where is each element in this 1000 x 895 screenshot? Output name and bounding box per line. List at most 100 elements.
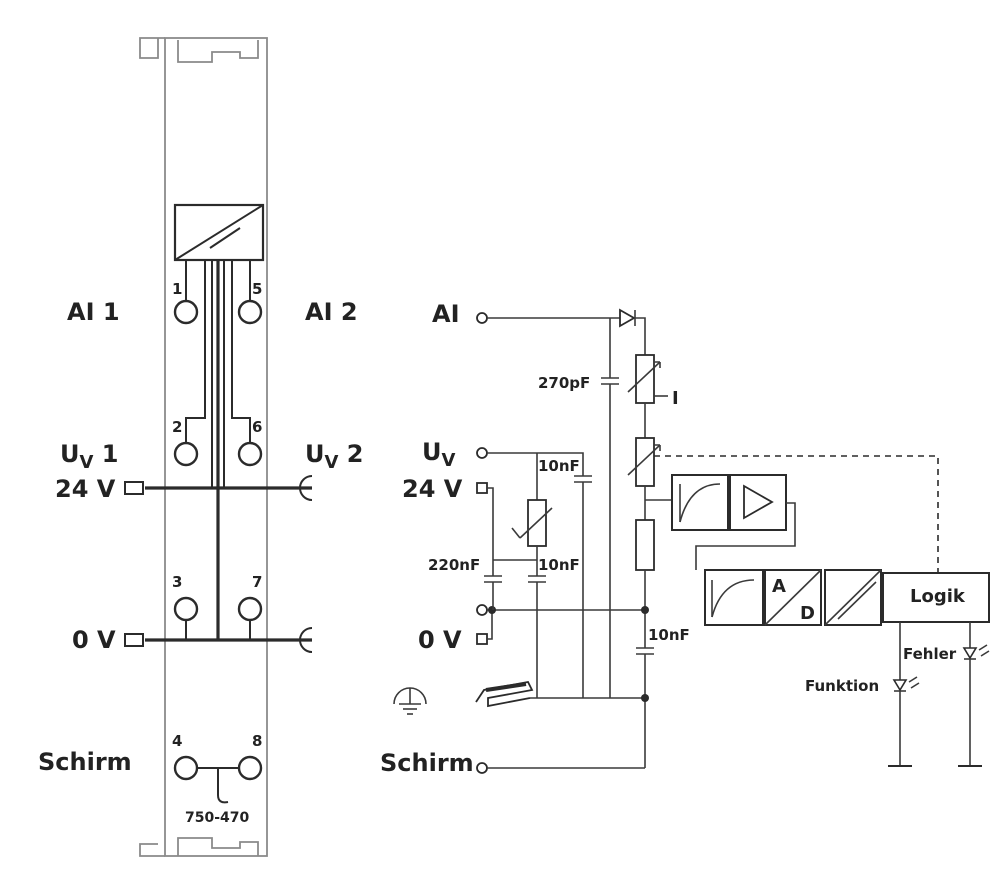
- label-10nf-b: 10nF: [538, 556, 580, 574]
- io-module: 1 2 3 4 5 6 7 8 750-470: [124, 37, 313, 857]
- terminal-number-1: 1: [172, 280, 182, 298]
- label-current: I: [672, 388, 679, 409]
- label-ai2: AI 2: [305, 298, 358, 326]
- resistor-current-arrowhead: [654, 361, 661, 368]
- varistor-arrow: [519, 507, 553, 539]
- label-10nf-a: 10nF: [538, 457, 580, 475]
- label-schirm-left: Schirm: [38, 748, 132, 776]
- terminal-number-2: 2: [172, 418, 182, 436]
- wire-2: [185, 260, 206, 442]
- shield-tail: [217, 768, 229, 804]
- terminal-number-7: 7: [252, 573, 262, 591]
- fehler-led-icon: [962, 647, 978, 660]
- converter-diagonal: [174, 204, 264, 261]
- terminal-number-5: 5: [252, 280, 262, 298]
- terminal-number-4: 4: [172, 732, 182, 750]
- label-uv1-num: 1: [93, 440, 118, 468]
- label-uv-sub: V: [442, 450, 456, 471]
- din-rail: [475, 680, 534, 708]
- dashed-control-line: [654, 455, 939, 575]
- terminal-24v-left: [124, 481, 144, 495]
- label-220nf: 220nF: [428, 556, 480, 574]
- label-0v-left: 0 V: [72, 626, 116, 654]
- wire-6: [231, 260, 251, 442]
- label-uv1: UV 1: [60, 440, 119, 473]
- resistor-current-arrow: [627, 361, 661, 393]
- funktion-led-rays: [908, 676, 920, 689]
- terminal-1: [173, 299, 199, 325]
- resistor-current: [635, 354, 655, 404]
- isolator-diagonal: [824, 569, 882, 626]
- adc-label-d: D: [800, 603, 815, 624]
- v0-input-terminal: [476, 633, 488, 645]
- terminal-24v-right: [299, 475, 313, 501]
- label-uv1-main: U: [60, 440, 80, 468]
- label-uv2-sub: V: [325, 452, 339, 473]
- converter-mark: [209, 227, 241, 249]
- resistor-shunt: [635, 519, 655, 571]
- bus-0v-link: [487, 610, 493, 640]
- v24-line: [487, 487, 494, 576]
- schirm-input-terminal: [476, 762, 488, 774]
- amp-to-filter: [695, 502, 796, 570]
- label-ai: AI: [432, 300, 460, 328]
- top-clip: [139, 37, 259, 63]
- terminal-0v-right: [299, 627, 313, 653]
- fehler-led-rays: [978, 644, 990, 657]
- label-fehler: Fehler: [903, 645, 957, 663]
- label-24v-right: 24 V: [402, 475, 463, 503]
- logik-block: [882, 572, 990, 623]
- junction-0v-left: [488, 606, 496, 614]
- label-funktion: Funktion: [805, 677, 879, 695]
- ai-input-terminal: [476, 312, 488, 324]
- v24-input-terminal: [476, 482, 488, 494]
- terminal-number-8: 8: [252, 732, 262, 750]
- label-24v-left: 24 V: [55, 475, 116, 503]
- label-uv: UV: [422, 438, 456, 471]
- filter-block-2: [704, 569, 764, 626]
- terminal-4: [173, 755, 199, 781]
- terminal-3: [173, 596, 199, 622]
- diode-out: [635, 317, 646, 355]
- resistor-variable: [635, 437, 655, 487]
- circuit-schematic: A D Logik: [393, 308, 990, 774]
- amplifier-triangle: [743, 484, 774, 520]
- funktion-led-icon: [892, 679, 908, 692]
- label-uv2-main: U: [305, 440, 325, 468]
- label-ai1: AI 1: [67, 298, 120, 326]
- terminal-2: [173, 441, 199, 467]
- label-270pf: 270pF: [538, 374, 590, 392]
- label-0v-right: 0 V: [418, 626, 462, 654]
- v0-terminal-upper: [476, 604, 488, 616]
- diode: [619, 308, 636, 328]
- terminal-0v-left: [124, 633, 144, 647]
- label-uv2: UV 2: [305, 440, 364, 473]
- uv-line: [487, 452, 584, 476]
- terminal-number-6: 6: [252, 418, 262, 436]
- isolator-mark: [837, 581, 877, 620]
- terminal-number-3: 3: [172, 573, 182, 591]
- varistor-tail: [511, 527, 521, 539]
- adc-label-a: A: [772, 576, 786, 597]
- label-schirm-right: Schirm: [380, 749, 474, 777]
- logik-label: Logik: [910, 586, 966, 607]
- terminal-6: [237, 441, 263, 467]
- junction-earth: [641, 694, 649, 702]
- label-10nf-c: 10nF: [648, 626, 690, 644]
- din-rail-hatch: [485, 682, 527, 692]
- earth-symbol: [393, 687, 427, 715]
- filter-1-curve: [679, 483, 721, 523]
- resistor-variable-arrowhead: [654, 444, 661, 451]
- terminal-7: [237, 596, 263, 622]
- uv-input-terminal: [476, 447, 488, 459]
- junction-0v-right: [641, 606, 649, 614]
- module-part-number: 750-470: [185, 810, 250, 826]
- label-uv2-num: 2: [338, 440, 363, 468]
- filter-2-curve: [711, 579, 755, 618]
- terminal-5: [237, 299, 263, 325]
- terminal-8: [237, 755, 263, 781]
- label-uv1-sub: V: [80, 452, 94, 473]
- label-uv-main: U: [422, 438, 442, 466]
